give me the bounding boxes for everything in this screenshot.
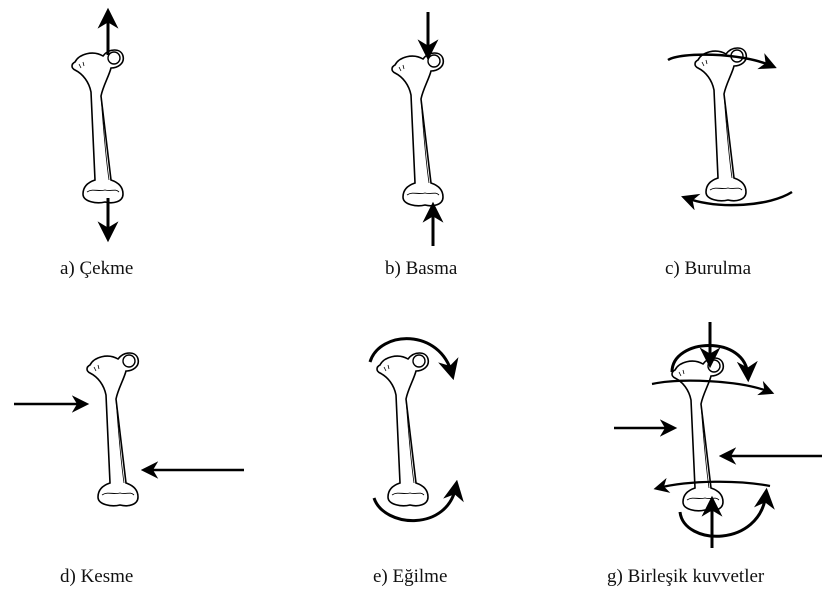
bone-c: [695, 48, 746, 201]
bone-e: [377, 353, 428, 506]
panel-b-compression: [392, 12, 443, 246]
bone-d: [87, 353, 138, 506]
caption-a: a) Çekme: [60, 258, 133, 280]
caption-g: g) Birleşik kuvvetler: [607, 566, 764, 588]
combined-torsion-bottom: [658, 482, 770, 488]
panel-a-tension: [72, 14, 123, 236]
caption-b: b) Basma: [385, 258, 457, 280]
caption-d: d) Kesme: [60, 566, 133, 588]
panel-d-shear: [14, 353, 244, 506]
bone-b: [392, 53, 443, 206]
caption-e: e) Eğilme: [373, 566, 447, 588]
panel-c-torsion: [668, 48, 792, 205]
panel-g-combined-forces: [614, 322, 822, 548]
bone-a: [72, 50, 123, 203]
caption-c: c) Burulma: [665, 258, 751, 280]
combined-torsion-top: [652, 381, 770, 392]
panel-e-bending: [370, 339, 456, 521]
